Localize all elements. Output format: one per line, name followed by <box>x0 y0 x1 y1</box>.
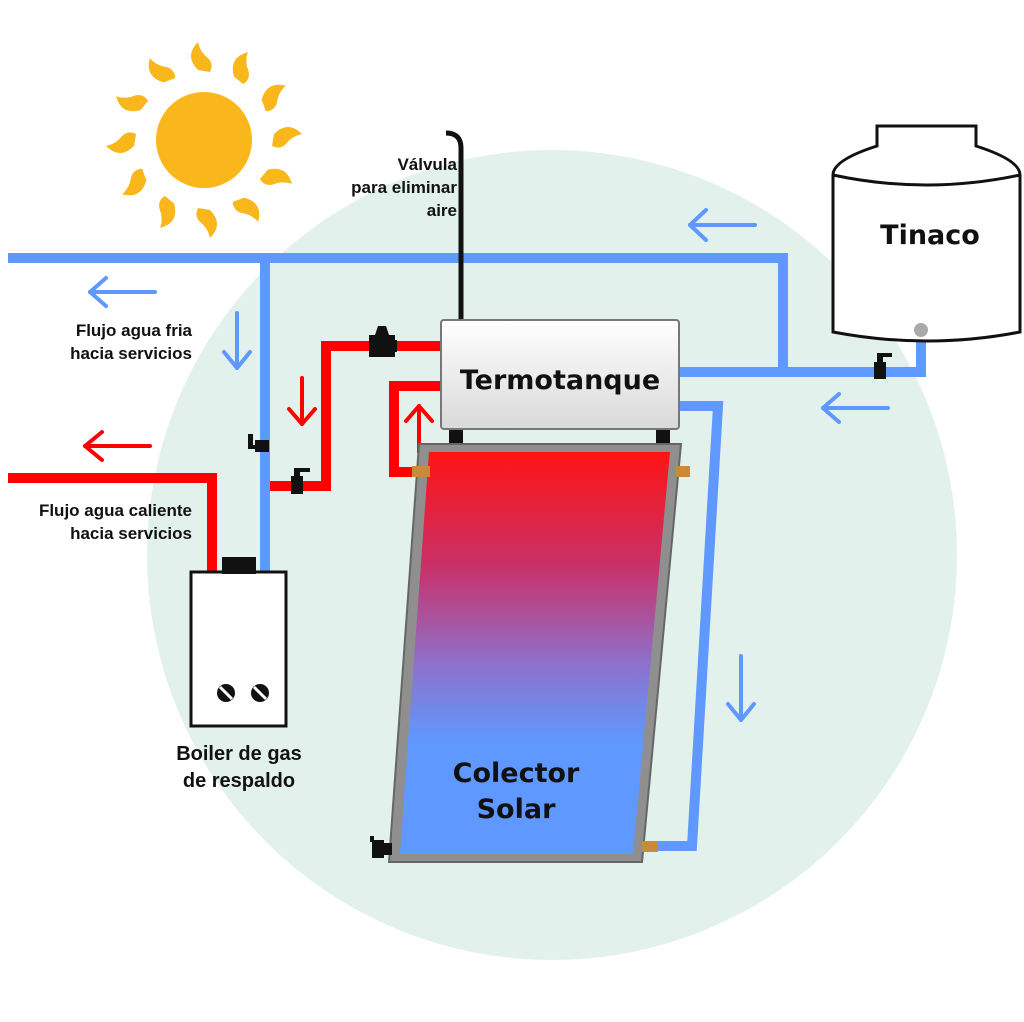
gas-boiler <box>189 557 288 728</box>
solar-collector <box>370 443 690 863</box>
fitting <box>676 466 690 477</box>
fitting <box>412 466 430 477</box>
valve-icon <box>370 836 392 858</box>
boiler-knob <box>251 684 269 702</box>
cold-flow-label-line1: Flujo agua fria <box>76 321 193 340</box>
valve-label-line3: aire <box>427 201 457 220</box>
termotanque-label: Termotanque <box>460 365 660 396</box>
collector-return-pipe <box>656 401 724 851</box>
cold-flow-label-line2: hacia servicios <box>70 344 192 363</box>
air-valve-pipe <box>445 130 464 320</box>
collector-label-line1: Colector <box>453 758 580 789</box>
arrow-icon <box>83 430 152 462</box>
tinaco-outlet-pipe <box>678 334 926 377</box>
hot-service-pipe <box>8 473 217 572</box>
arrow-icon <box>726 654 756 722</box>
arrow-icon <box>688 208 757 242</box>
tinaco-tank <box>831 124 1022 343</box>
cold-water-pipes <box>8 253 926 851</box>
tinaco-outlet <box>914 323 928 337</box>
valve-icon <box>874 353 892 379</box>
termotanque <box>440 319 680 444</box>
valve-icon <box>248 434 269 452</box>
valve-label-line1: Válvula <box>397 155 457 174</box>
collector-label-line2: Solar <box>477 794 556 825</box>
valve-label-line2: para eliminar <box>351 178 457 197</box>
hot-flow-label-line2: hacia servicios <box>70 524 192 543</box>
sun-icon <box>106 42 302 238</box>
arrow-icon <box>821 392 890 424</box>
boiler-knob <box>217 684 235 702</box>
boiler-label-line1: Boiler de gas <box>176 743 302 765</box>
arrow-icon <box>287 376 317 426</box>
valve-icon <box>369 326 397 357</box>
collector-hot-pipe <box>389 381 443 477</box>
tinaco-label: Tinaco <box>880 220 980 251</box>
arrow-icon <box>88 276 157 308</box>
boiler-label-line2: de respaldo <box>183 770 295 792</box>
fitting <box>642 841 658 852</box>
valve-icon <box>291 468 310 494</box>
arrow-icon <box>222 311 252 370</box>
hot-flow-label-line1: Flujo agua caliente <box>39 501 192 520</box>
